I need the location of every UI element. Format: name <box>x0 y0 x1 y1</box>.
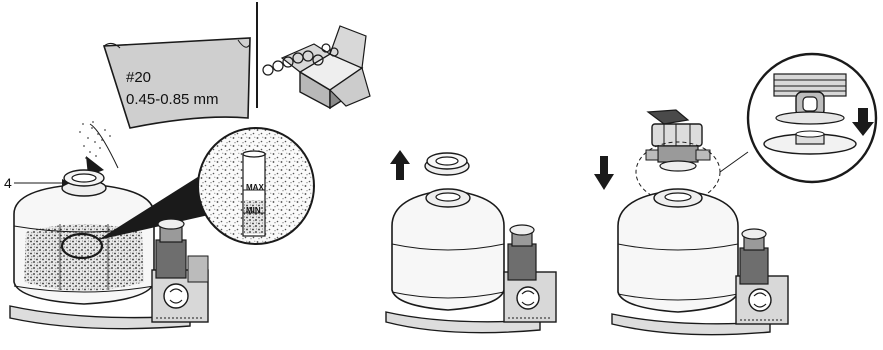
step-3-install-valve <box>594 52 878 336</box>
arrow-down-icon <box>594 156 614 190</box>
pump-unit <box>735 228 789 325</box>
magnifier-leader <box>98 168 222 240</box>
tank-lid-icon <box>424 152 470 176</box>
pointing-arrow-icon <box>86 123 119 176</box>
sand-grade-label: #20 <box>126 69 151 86</box>
level-gauge: MAX MIN <box>246 183 264 215</box>
zoom-detail-icon <box>746 52 878 184</box>
callout-label: 4 <box>4 175 12 191</box>
arrow-up-icon <box>390 150 410 180</box>
falling-sand <box>79 121 111 159</box>
sand-filter-tank <box>611 188 771 336</box>
pump-unit <box>503 224 557 323</box>
pump-unit <box>151 218 209 323</box>
max-level-label: MAX <box>246 183 264 192</box>
detail-leader <box>719 151 749 173</box>
step-2-remove-lid <box>385 150 557 334</box>
sand-bag-icon: #20 0.45-0.85 mm <box>102 37 251 129</box>
box-of-parts-icon <box>262 25 371 110</box>
sand-size-label: 0.45-0.85 mm <box>126 91 219 108</box>
callout-4: 4 <box>4 175 70 191</box>
min-level-label: MIN <box>246 206 261 215</box>
sand-filter-tank <box>9 169 191 330</box>
sand-filter-tank <box>385 188 541 334</box>
multiport-valve-icon <box>645 109 711 172</box>
step-1-fill-sand: #20 0.45-0.85 mm <box>4 2 371 330</box>
magnifier-circle-icon: MAX MIN <box>197 127 315 245</box>
